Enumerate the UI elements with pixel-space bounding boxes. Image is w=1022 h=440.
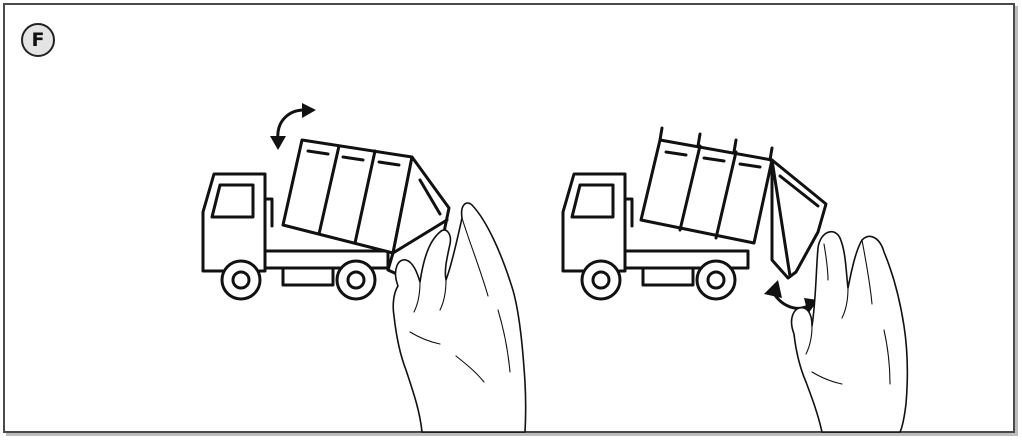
truck-wheel-rear-right (695, 259, 737, 301)
step-badge: F (21, 23, 55, 57)
truck-cab-left (201, 172, 274, 273)
right-truck-figure (561, 126, 909, 433)
step-label: F (31, 28, 45, 51)
hand-icon (392, 202, 527, 433)
truck-wheel-front-right (580, 259, 622, 301)
rotate-arrow-icon (270, 103, 316, 150)
left-truck-figure (201, 103, 527, 433)
rotate-arrow-icon (764, 280, 818, 314)
truck-wheel-front-left (220, 259, 262, 301)
truck-wheel-rear-left (335, 259, 377, 301)
truck-body-tilted-right (639, 126, 828, 280)
hand-icon (790, 230, 909, 433)
truck-cab-right (561, 172, 634, 273)
